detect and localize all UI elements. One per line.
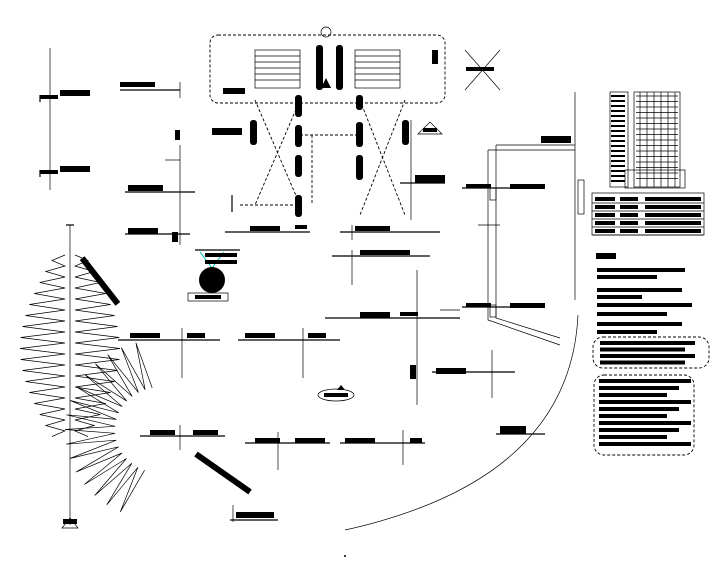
stair-block-right [354,49,401,89]
tower-tick [611,140,625,142]
fan-members [61,224,252,529]
detail-labels-left [120,82,242,245]
cross-symbol [464,49,501,91]
tower-tick [611,130,625,132]
tower-tick [611,125,625,127]
bracing-frames [231,95,412,220]
plan-boundary [209,34,446,104]
cloud-note-line [599,414,667,418]
stair-treads-left [255,55,300,81]
note-line [597,288,682,292]
fan-zigzag-line [64,342,153,513]
legend-cell [595,229,615,233]
legend-cell [595,205,615,209]
left-detail-column [39,48,90,190]
tower-tick [611,115,625,117]
cloud-note-line [600,341,695,345]
tower-tick [611,145,625,147]
legend-cell [620,229,638,233]
note-line [597,268,685,272]
plan-tag [432,50,438,64]
cloud-note-line [600,347,685,352]
elevation-marker [417,121,443,135]
north-arrow [321,78,331,88]
tower-tick [611,175,625,177]
cloud-note-line [599,435,667,439]
legend-cell [620,197,638,201]
legend-cell [645,229,701,233]
tower-tick [611,95,625,97]
legend-cell [620,213,638,217]
legend-notes [596,253,692,334]
tower-tick [611,180,625,182]
tower-elevation [609,91,686,189]
fan-zigzag-line [19,254,67,437]
cloud-note-line [599,379,691,383]
cloud-notes [592,336,710,456]
legend-cell [645,197,701,201]
column-2 [336,45,343,90]
cloud-note-line [599,442,691,446]
note-line [597,295,642,299]
large-arc [344,314,579,531]
cloud-note-line [600,360,685,365]
tower-tick [611,120,625,122]
legend-cell [595,221,615,225]
cloud-note-line [599,400,691,404]
mid-labels [225,175,445,285]
curved-zigzag-fan [64,342,153,513]
legend-table [591,192,705,236]
legend-cell [620,221,638,225]
cloud-note-line [600,354,695,358]
plan-label [223,88,245,94]
legend-cell [645,221,701,225]
beam-details-row [118,270,515,405]
note-line [597,303,692,307]
tower-tick [611,160,625,162]
vertical-zigzag-fan [19,254,121,437]
tower-tick [611,110,625,112]
tower-tick [611,105,625,107]
column-1 [316,45,323,90]
fan-zigzag-line [73,254,121,437]
legend-cell [645,205,701,209]
tower-tick [611,170,625,172]
cloud-note-line [599,421,691,425]
cloud-note-line [599,386,679,390]
tower-tick [611,150,625,152]
legend-cell [595,197,615,201]
cloud-note-line [599,393,667,397]
note-line [597,275,657,279]
legend-cell [595,213,615,217]
lower-beam-details [140,425,545,522]
cloud-note-line [599,407,679,411]
tower-tick [611,100,625,102]
right-frame [344,92,585,531]
tower-tick [611,135,625,137]
tower-tick [611,165,625,167]
cloud-note-line [599,428,679,432]
stair-block-left [254,49,301,89]
note-line [597,322,682,326]
origin-dot [344,555,346,557]
tower-tick [611,155,625,157]
column-section-detail [187,249,240,302]
note-line [597,312,667,316]
legend-cell [645,213,701,217]
legend-cell [620,205,638,209]
stair-treads-right [355,55,400,81]
top-floor-plan [209,26,446,104]
plan-marker [320,26,332,38]
note-line [597,330,657,334]
small-cloud-label [317,385,355,402]
